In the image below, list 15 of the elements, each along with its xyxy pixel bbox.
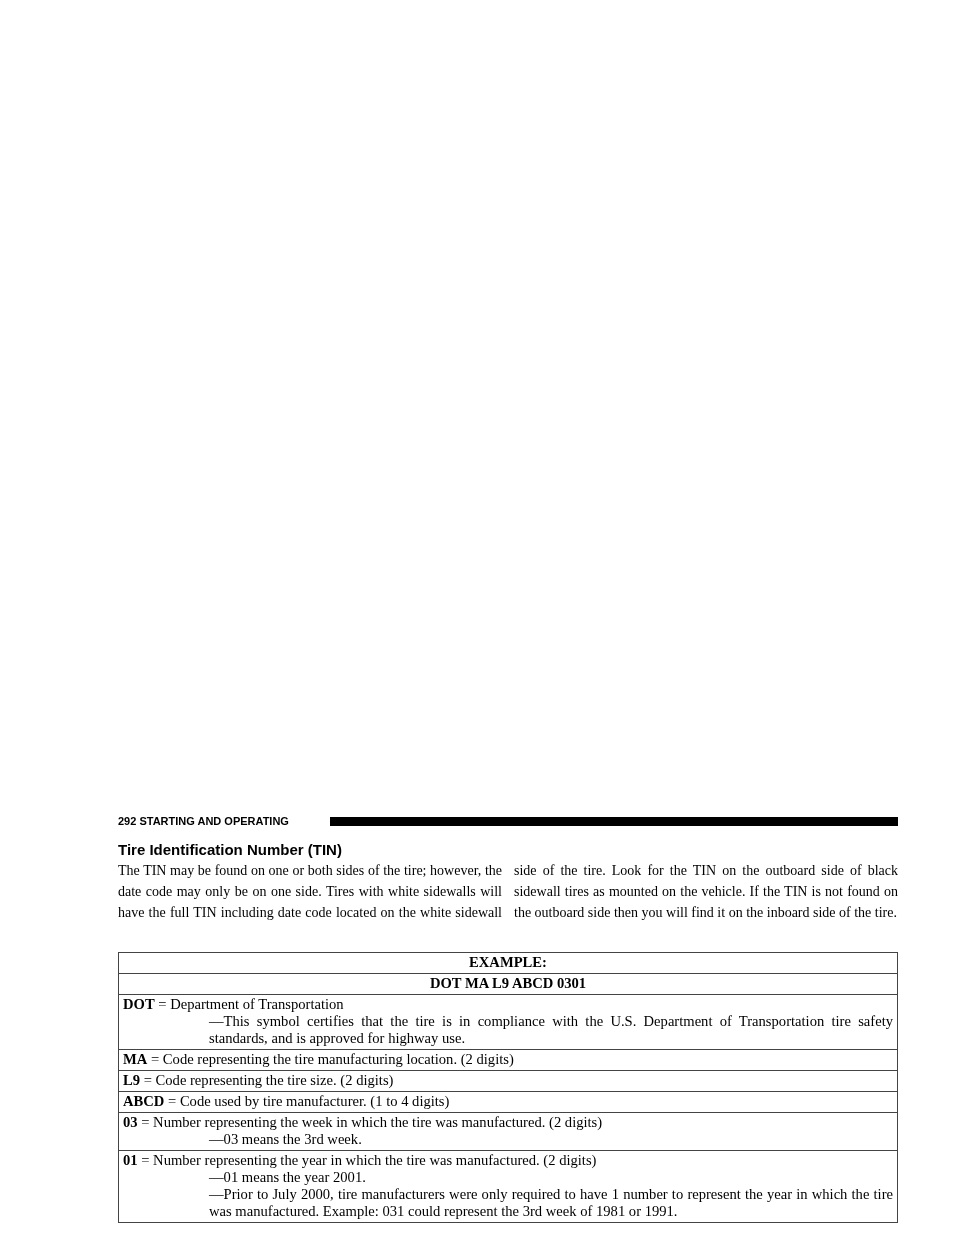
code-definition: MA = Code representing the tire manufacturing location. (2 digits) — [123, 1051, 515, 1068]
explanation-note: —03 means the 3rd week. — [208, 1131, 363, 1148]
code-definition: ABCD = Code used by tire manufacturer. (1 to 4 digits) — [123, 1093, 451, 1110]
table-heading: DOT MA L9 ABCD 0301 — [118, 973, 898, 995]
code-definition: 01 = Number representing the year in which the tire was manufactured. (2 digits) — [123, 1152, 598, 1169]
explanation-note: —This symbol certifies that the tire is in compliance with the U.S. Department of Transportation tire safety standards, and is approved for highway use. — [208, 1013, 893, 1047]
code-definition: 03 = Number representing the week in which the tire was manufactured. (2 digits) — [123, 1114, 604, 1131]
explanation-note: —01 means the year 2001. — [208, 1169, 367, 1186]
table-heading: EXAMPLE: — [118, 952, 898, 974]
section-title: Tire Identification Number (TIN) — [118, 841, 342, 858]
page-header: 292 STARTING AND OPERATING — [118, 815, 289, 827]
explanation-note: —Prior to July 2000, tire manufacturers were only required to have 1 number to represent the year in which the tire was manufactured. Example: 031 could represent the 3rd week of 1981 or 1991. — [208, 1186, 893, 1220]
paragraph: The TIN may be found on one or both sides of the tire; however, the date code may only be on one side. Tires with white sidewalls will have the full TIN including date code located on the white sidewall side of the tire. Look for the TIN on the outboard side of black sidewall tires as mounted on the vehicle. If the TIN is not found on the outboard side then you will find it on the inboard side of the tire. — [118, 862, 898, 922]
code-definition: DOT = Department of Transportation — [123, 996, 345, 1013]
code-definition: L9 = Code representing the tire size. (2 digits) — [123, 1072, 395, 1089]
